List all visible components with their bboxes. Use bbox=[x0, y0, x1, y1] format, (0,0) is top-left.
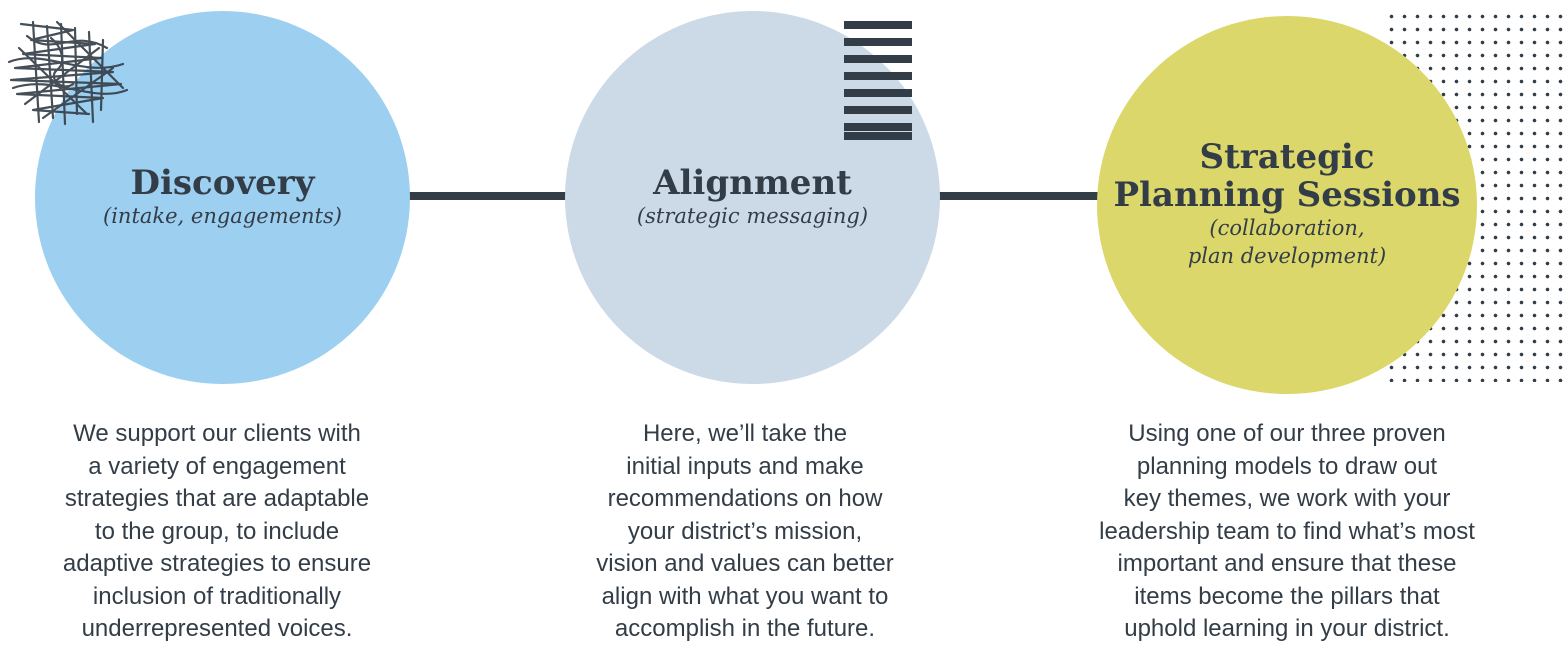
alignment-subtitle: (strategic messaging) bbox=[636, 204, 869, 229]
discovery-title: Discovery bbox=[130, 162, 315, 203]
planning-circle: Strategic Planning Sessions (collaborati… bbox=[1097, 16, 1477, 394]
connector-discovery-alignment bbox=[405, 192, 570, 200]
alignment-description: Here, we’ll take the initial inputs and … bbox=[596, 420, 894, 642]
discovery-description: We support our clients with a variety of… bbox=[62, 420, 372, 642]
alignment-circle: Alignment (strategic messaging) bbox=[565, 11, 940, 384]
alignment-title: Alignment bbox=[653, 162, 852, 203]
scribble-decoration bbox=[7, 20, 129, 126]
discovery-subtitle: (intake, engagements) bbox=[103, 204, 342, 229]
planning-description: Using one of our three proven planning m… bbox=[1099, 420, 1475, 642]
planning-title: Strategic Planning Sessions bbox=[1113, 137, 1461, 215]
connector-alignment-planning bbox=[935, 192, 1105, 200]
planning-subtitle: (collaboration, plan development) bbox=[1187, 216, 1387, 269]
